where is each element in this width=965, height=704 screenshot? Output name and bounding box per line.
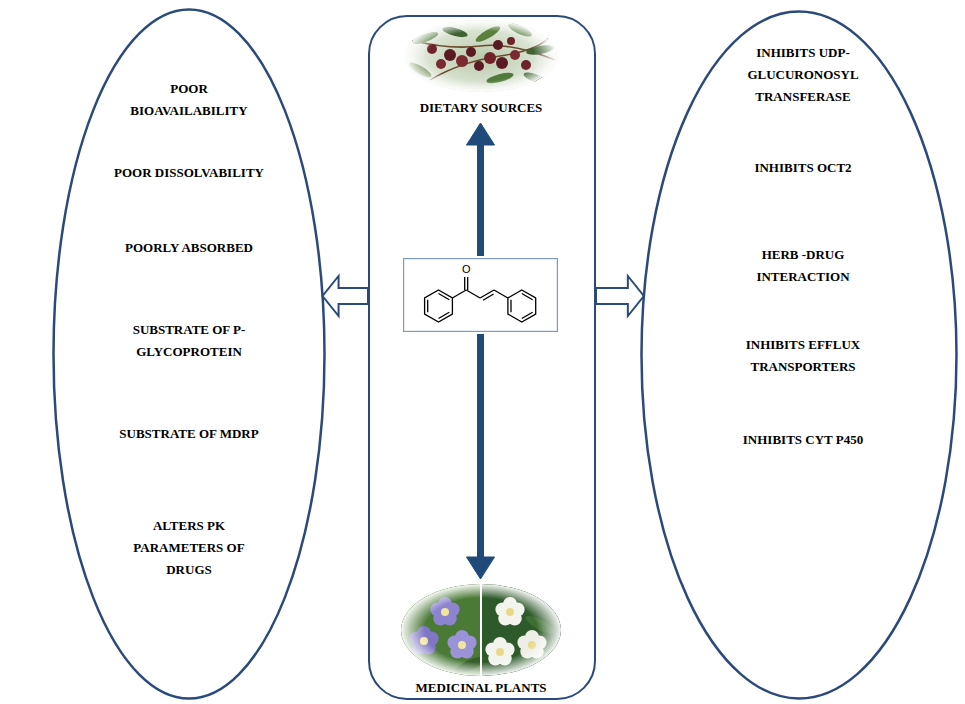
effect-text: POORLY ABSORBED [94, 237, 284, 259]
ring-double-bond [439, 294, 450, 300]
ring-double-bond [510, 300, 511, 313]
arrow-connector [467, 123, 495, 256]
berry-photo [400, 18, 562, 98]
effect-text: POOR BIOAVAILABILITY [114, 78, 264, 122]
ellipse-outline [642, 12, 957, 699]
block-arrow [596, 276, 644, 316]
source-label: DIETARY SOURCES [401, 100, 561, 116]
block-arrow-shape [596, 276, 644, 316]
arrow-head [467, 123, 495, 145]
carbonyl-bond [467, 277, 468, 290]
interaction-text: INHIBITS CYT P450 [703, 429, 903, 451]
node-outline [403, 258, 558, 332]
atom-label: O [459, 263, 473, 275]
chalcone-structure-drawing [425, 277, 536, 322]
ring-double-bond [522, 312, 533, 318]
effect-text: SUBSTRATE OF P- GLYCOPROTEIN [94, 319, 284, 363]
bond [494, 290, 508, 298]
photo-vignette [405, 20, 557, 92]
carbonyl-bond [464, 277, 465, 290]
arrow-head [467, 557, 495, 579]
node-outline [368, 15, 596, 700]
bond [480, 290, 494, 298]
source-panel: DIETARY SOURCES O MEDICINAL PLANTS [368, 15, 596, 700]
interaction-text: INHIBITS UDP- GLUCURONOSYL TRANSFERASE [728, 42, 878, 108]
bond [466, 290, 480, 298]
benzene-ring [425, 290, 453, 322]
flower-photo [400, 583, 562, 677]
benzene-ring [508, 290, 536, 322]
ellipse-outline [54, 10, 325, 699]
structure-frame [404, 259, 558, 332]
interactions-ellipse: INHIBITS UDP- GLUCURONOSYL TRANSFERASE IN… [640, 10, 958, 700]
node-outline [640, 10, 958, 700]
photo-ground [400, 18, 562, 98]
interaction-text: INHIBITS EFFLUX TRANSPORTERS [728, 334, 878, 378]
arrow-connector [467, 334, 495, 579]
effect-text: ALTERS PK PARAMETERS OF DRUGS [124, 515, 254, 581]
photo-vignette [401, 584, 561, 676]
dietary-sources: DIETARY SOURCES [400, 18, 562, 120]
effect-text: SUBSTRATE OF MDRP [89, 423, 289, 445]
arrow-shaft [477, 334, 484, 559]
interaction-text: HERB -DRUG INTERACTION [738, 244, 868, 288]
block-arrow-shape [323, 276, 368, 316]
interaction-text: INHIBITS OCT2 [703, 157, 903, 179]
ring-double-bond [522, 294, 533, 300]
bond [452, 290, 466, 298]
source-label: MEDICINAL PLANTS [399, 680, 563, 696]
ring-double-bond [427, 300, 428, 313]
chalcone-structure: O [403, 258, 558, 332]
alkene-double-bond [483, 294, 494, 300]
ring-double-bond [439, 312, 450, 318]
medicinal-plants: MEDICINAL PLANTS [398, 582, 564, 699]
effect-text: POOR DISSOLVABILITY [114, 162, 264, 184]
effects-ellipse: POOR BIOAVAILABILITY POOR DISSOLVABILITY P… [52, 8, 326, 700]
panel-outline [369, 16, 595, 699]
arrow-shaft [477, 143, 484, 256]
block-arrow [323, 276, 368, 316]
